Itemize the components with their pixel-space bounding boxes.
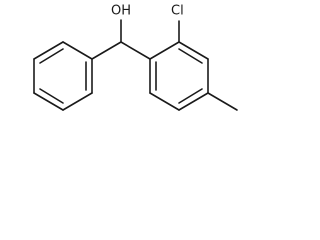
aryl-double-bond [178,48,203,64]
aryl-double-bond [178,88,203,104]
hydroxyl-label: OH [111,4,131,19]
phenyl-bond [62,41,93,60]
aryl-bond [178,92,209,111]
phenyl-bond [33,92,64,111]
aryl-bond [149,92,180,111]
phenyl-double-bond [39,88,64,104]
phenyl-bond [62,92,93,111]
chemical-structure: OH Cl [33,4,238,111]
methyl-bond [207,92,238,111]
phenyl-ring [33,41,93,111]
chlorine-label: Cl [171,4,184,19]
substituents [178,20,238,111]
aryl-bond [149,41,180,60]
carbinol-to-aryl-bond [120,41,151,60]
carbinol-center [91,19,151,60]
phenyl-to-carbinol-bond [91,41,122,60]
chloro-methyl-aryl-ring [149,41,209,111]
phenyl-double-bond [39,48,64,64]
phenyl-bond [33,41,64,60]
aryl-bond [178,41,209,60]
